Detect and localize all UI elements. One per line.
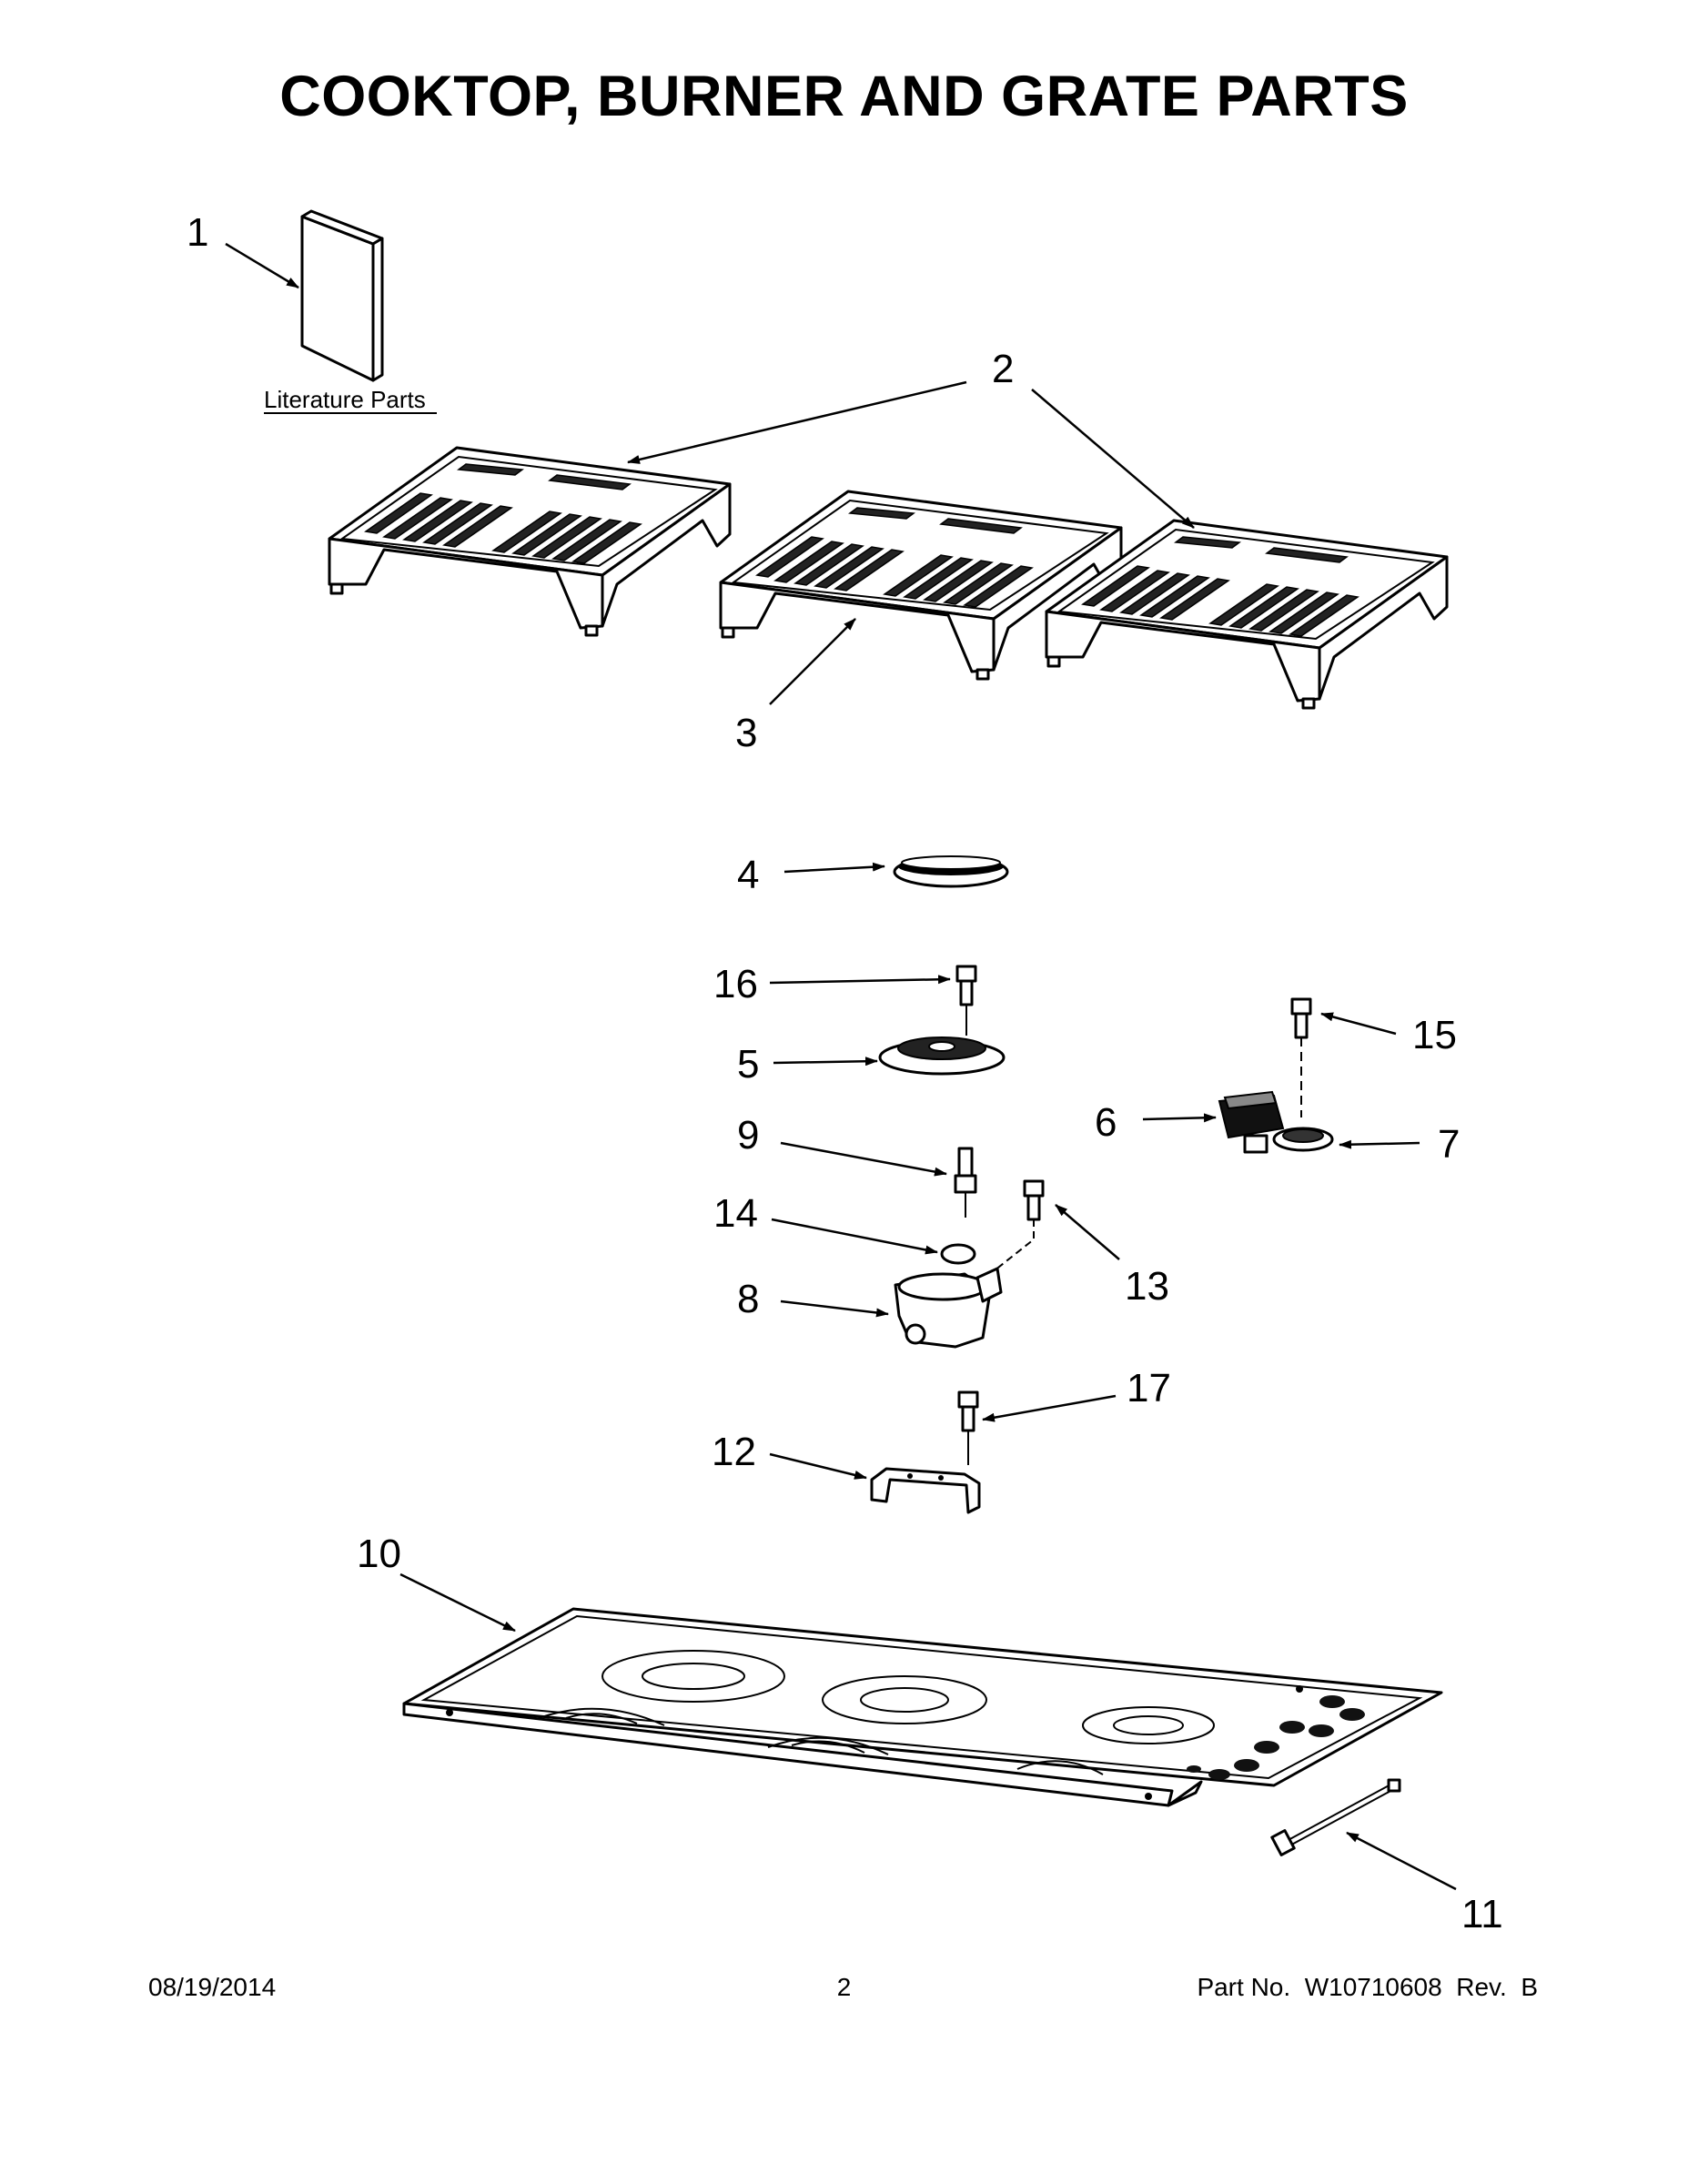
screw-13-icon — [989, 1179, 1045, 1275]
burner-base-icon — [878, 1036, 1006, 1076]
callout-14: 14 — [713, 1191, 758, 1236]
footer-part-number: Part No. W10710608 Rev. B — [1197, 1973, 1538, 2001]
screw-16-icon — [955, 965, 977, 1036]
screw-15-icon — [1290, 997, 1312, 1117]
literature-book-icon — [300, 209, 384, 382]
o-ring-icon — [940, 1243, 976, 1265]
callout-1: 1 — [187, 210, 208, 255]
grate-left — [328, 446, 732, 637]
mounting-bracket-icon — [870, 1467, 981, 1514]
callout-7: 7 — [1438, 1122, 1460, 1167]
control-knob-icon — [1218, 1090, 1285, 1154]
callout-6: 6 — [1095, 1100, 1117, 1145]
callout-3: 3 — [735, 711, 757, 755]
callout-15: 15 — [1412, 1013, 1457, 1057]
callout-16: 16 — [713, 962, 758, 1006]
screw-17-icon — [957, 1390, 979, 1465]
literature-parts-label: Literature Parts — [264, 386, 426, 413]
spark-electrode-icon — [954, 1147, 977, 1218]
cooktop-panel-icon — [402, 1607, 1443, 1807]
burner-cap-icon — [893, 855, 1009, 888]
callout-12: 12 — [712, 1430, 756, 1474]
callout-9: 9 — [737, 1113, 759, 1158]
leader-lines — [225, 242, 1457, 1891]
callout-2: 2 — [992, 347, 1014, 391]
callout-4: 4 — [737, 853, 759, 897]
callout-10: 10 — [357, 1532, 401, 1576]
callout-11: 11 — [1461, 1892, 1503, 1936]
page-title: COOKTOP, BURNER AND GRATE PARTS — [279, 65, 1409, 128]
callout-5: 5 — [737, 1042, 759, 1087]
footer-date: 08/19/2014 — [148, 1973, 277, 2001]
callout-8: 8 — [737, 1277, 759, 1321]
burner-housing-icon — [894, 1267, 1003, 1349]
footer-page-number: 2 — [836, 1973, 852, 2001]
wire-harness-icon — [1270, 1778, 1401, 1856]
callout-17: 17 — [1127, 1366, 1171, 1410]
knob-bezel-icon — [1272, 1127, 1334, 1152]
callout-13: 13 — [1125, 1264, 1169, 1309]
